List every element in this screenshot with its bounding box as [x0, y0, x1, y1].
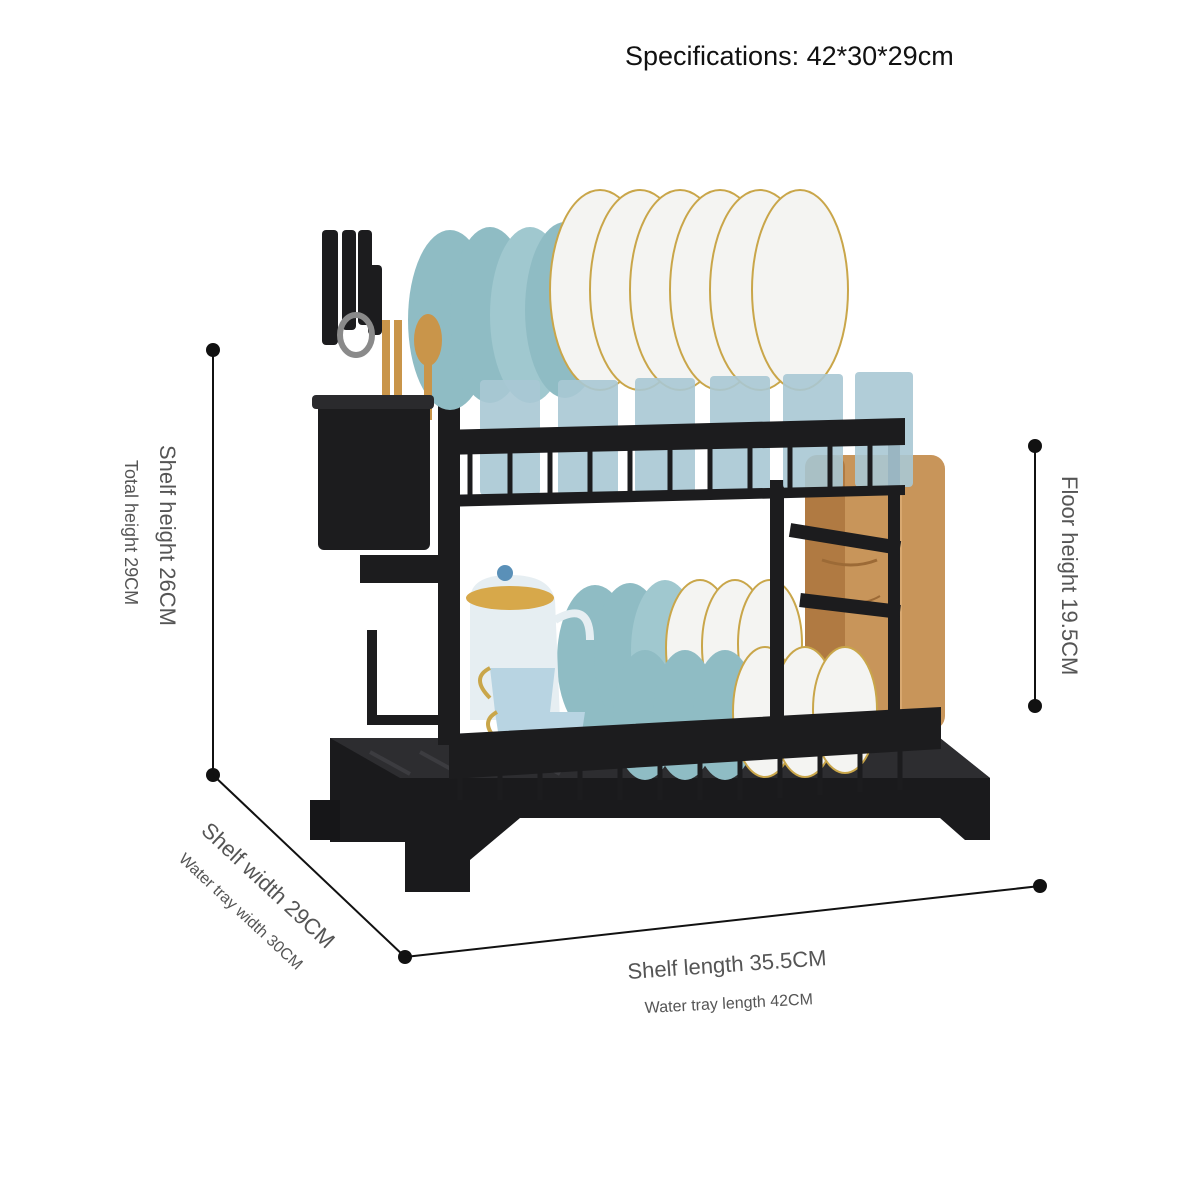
utensil-holder — [312, 230, 442, 550]
lower-rack-frame — [449, 706, 941, 800]
water-tray-length-label: Water tray length 42CM — [644, 991, 813, 1017]
height-start-dot — [206, 343, 220, 357]
length-end-dot — [1033, 879, 1047, 893]
shelf-height-label: Shelf height 26CM — [155, 445, 180, 626]
dish-rack-illustration — [310, 189, 990, 892]
total-height-label: Total height 29CM — [121, 460, 141, 605]
floor-height-end-dot — [1028, 699, 1042, 713]
dimension-lines — [206, 343, 1047, 964]
specifications-title: Specifications: 42*30*29cm — [625, 41, 954, 71]
upper-cups — [480, 372, 913, 495]
shelf-length-label: Shelf length 35.5CM — [627, 945, 828, 984]
side-frame — [360, 405, 902, 745]
floor-height-label: Floor height 19.5CM — [1057, 476, 1082, 675]
upper-plates — [408, 189, 849, 410]
floor-height-start-dot — [1028, 439, 1042, 453]
upper-rack-frame — [440, 418, 905, 507]
